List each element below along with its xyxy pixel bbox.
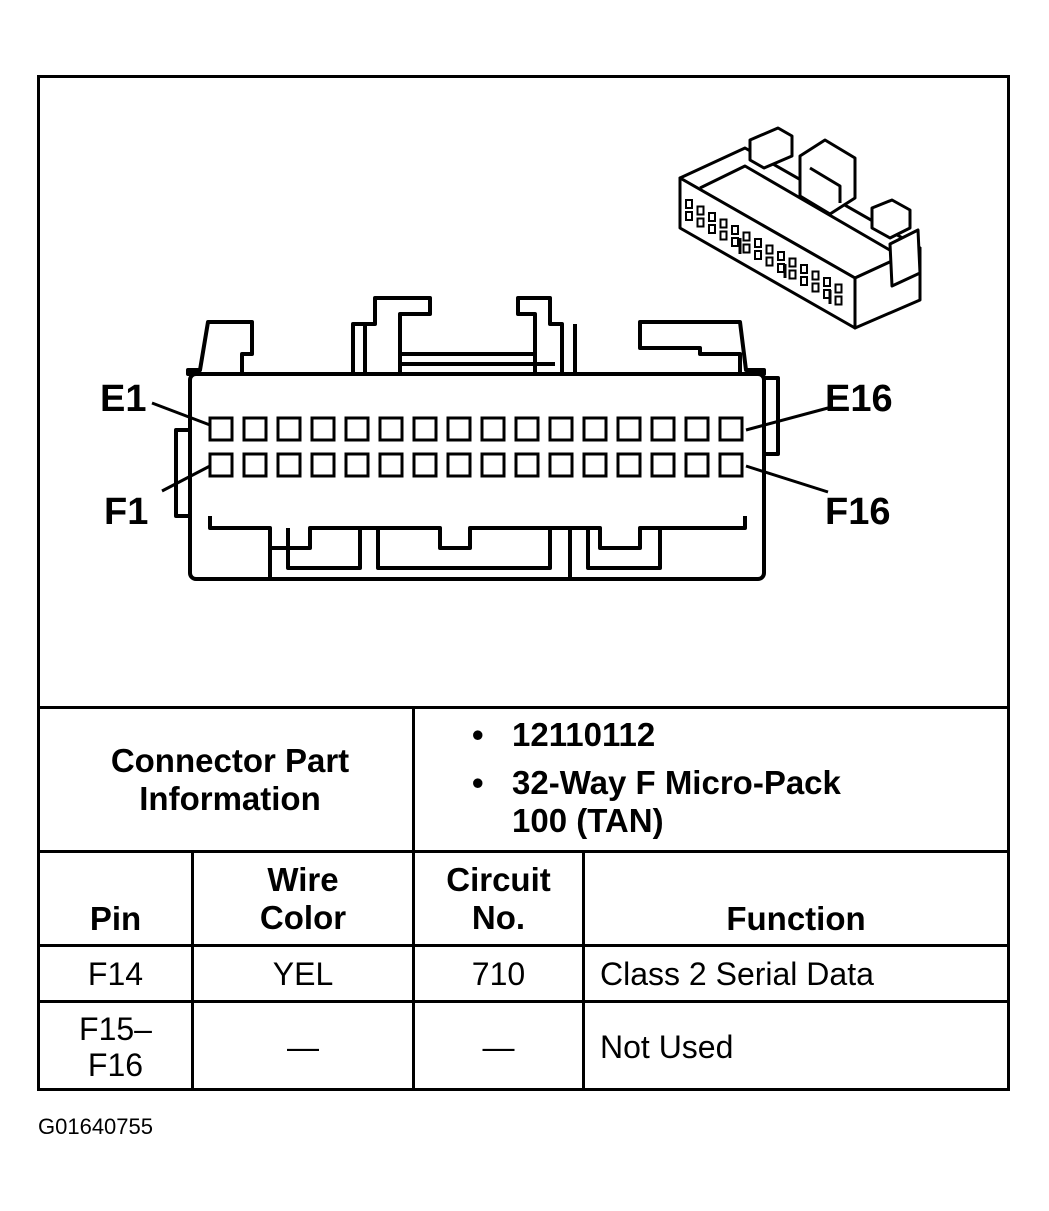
iso-pin-slot xyxy=(685,199,693,209)
bullet-icon: • xyxy=(472,764,484,801)
iso-pin-slot xyxy=(823,277,831,287)
pin-cavity-e5 xyxy=(344,416,370,442)
iso-pin-slot xyxy=(719,230,728,241)
pin-cavity-e2 xyxy=(242,416,268,442)
figure-frame: E1 E16 F1 F16 Connector Part Information… xyxy=(37,75,1010,1091)
iso-pin-slot xyxy=(811,270,820,281)
row2-function: Not Used xyxy=(600,1029,734,1065)
iso-pin-slot xyxy=(719,218,728,229)
part-info-bullets: • 12110112 • 32-Way F Micro-Pack 100 (TA… xyxy=(472,716,1002,840)
header-circuit-no: Circuit No. xyxy=(446,860,551,936)
pin-cavity-e11 xyxy=(548,416,574,442)
connector-type-item: • 32-Way F Micro-Pack 100 (TAN) xyxy=(472,764,841,839)
pin-cavity-e3 xyxy=(276,416,302,442)
pin-cavity-f2 xyxy=(242,452,268,478)
row1-bottom-rule xyxy=(40,1000,1007,1003)
pin-cavity-e6 xyxy=(378,416,404,442)
header-function: Function xyxy=(726,900,866,937)
pin-cavity-e7 xyxy=(412,416,438,442)
pin-cavity-e16 xyxy=(718,416,744,442)
iso-pin-slot xyxy=(765,256,774,267)
table-top-rule xyxy=(40,706,1007,709)
part-info-divider xyxy=(412,706,415,853)
pin-cavity-e4 xyxy=(310,416,336,442)
row2-pin: F15–F16 xyxy=(79,1011,152,1083)
iso-pin-slot xyxy=(765,244,774,255)
pin-cavity-f3 xyxy=(276,452,302,478)
pin-cavity-f15 xyxy=(684,452,710,478)
iso-pin-slot xyxy=(800,264,808,274)
pin-cavity-f9 xyxy=(480,452,506,478)
row1-pin: F14 xyxy=(87,955,144,992)
iso-pin-slot xyxy=(811,282,820,293)
iso-pin-slot xyxy=(834,283,843,294)
iso-pin-slot xyxy=(754,250,762,260)
header-bottom-rule xyxy=(40,944,1007,947)
iso-pin-slot xyxy=(754,238,762,248)
pin-cavity-f5 xyxy=(344,452,370,478)
iso-pin-slot xyxy=(777,251,785,261)
pin-callout-lines xyxy=(151,401,829,494)
iso-pin-slot xyxy=(834,295,843,306)
part-info-bottom-rule xyxy=(40,850,1007,853)
iso-pin-slot xyxy=(800,276,808,286)
iso-pin-slot xyxy=(696,217,705,228)
pin-cavity-f16 xyxy=(718,452,744,478)
pin-cavity-f1 xyxy=(208,452,234,478)
pin-cavity-e15 xyxy=(684,416,710,442)
pin-cavity-f7 xyxy=(412,452,438,478)
pin-cavity-e13 xyxy=(616,416,642,442)
pin-cavity-e10 xyxy=(514,416,540,442)
pin-cavity-e14 xyxy=(650,416,676,442)
pin-cavity-f14 xyxy=(650,452,676,478)
pin-label-e1: E1 xyxy=(100,378,146,420)
col-divider-3 xyxy=(582,850,585,1091)
col-divider-1 xyxy=(191,850,194,1091)
iso-pin-slot xyxy=(696,205,705,216)
iso-pin-slot xyxy=(731,225,739,235)
iso-pin-slot xyxy=(708,212,716,222)
connector-diagram: E1 E16 F1 F16 xyxy=(100,126,922,581)
part-number-item: • 12110112 xyxy=(472,716,656,753)
row1-function: Class 2 Serial Data xyxy=(600,955,874,992)
pin-cavity-f12 xyxy=(582,452,608,478)
pin-cavity-e12 xyxy=(582,416,608,442)
pin-cavity-e1 xyxy=(208,416,234,442)
iso-pin-slot xyxy=(742,243,751,254)
iso-pin-slot xyxy=(777,263,785,273)
iso-pin-slot xyxy=(685,211,693,221)
row1-wire-color: YEL xyxy=(272,955,334,992)
pin-cavity-f10 xyxy=(514,452,540,478)
row2-wire-color: — xyxy=(287,1029,319,1065)
pin-label-f16: F16 xyxy=(825,491,890,533)
pin-cavity-f11 xyxy=(548,452,574,478)
pin-cavity-f13 xyxy=(616,452,642,478)
pin-cavity-f6 xyxy=(378,452,404,478)
header-pin: Pin xyxy=(89,900,142,937)
iso-pin-slot xyxy=(823,289,831,299)
iso-pin-slot xyxy=(742,231,751,242)
part-info-label: Connector Part Information xyxy=(110,741,350,817)
header-wire-color: Wire Color xyxy=(259,860,347,936)
iso-pin-slot xyxy=(708,224,716,234)
pin-cavity-f4 xyxy=(310,452,336,478)
connector-isometric-pins xyxy=(685,199,843,306)
pin-cavity-f8 xyxy=(446,452,472,478)
pin-cavity-e8 xyxy=(446,416,472,442)
pin-cavity-grid xyxy=(208,416,744,478)
iso-pin-slot xyxy=(788,269,797,280)
bullet-icon: • xyxy=(472,716,484,753)
row1-circuit-no: 710 xyxy=(471,955,526,992)
row2-circuit-no: — xyxy=(482,1029,515,1065)
figure-id: G01640755 xyxy=(38,1114,153,1139)
pin-label-f1: F1 xyxy=(104,491,148,533)
iso-pin-slot xyxy=(731,237,739,247)
pin-label-e16: E16 xyxy=(825,378,893,420)
col-divider-2 xyxy=(412,850,415,1091)
iso-pin-slot xyxy=(788,257,797,268)
pin-cavity-e9 xyxy=(480,416,506,442)
